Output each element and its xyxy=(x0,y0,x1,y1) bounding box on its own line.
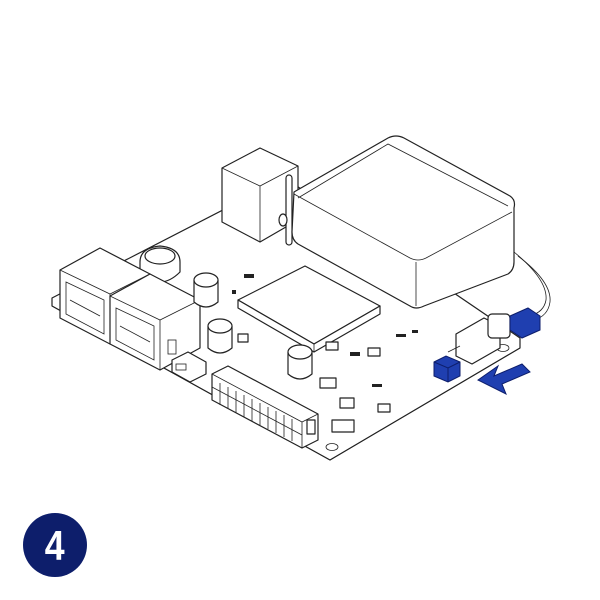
power-inductor xyxy=(139,245,181,283)
mini-usb-port xyxy=(171,351,207,383)
step-number-badge: 4 xyxy=(23,513,87,577)
electrolytic-capacitor-3 xyxy=(287,344,313,380)
electrolytic-capacitor-2 xyxy=(207,318,233,354)
enclosed-module-box xyxy=(291,135,516,309)
tact-switch xyxy=(306,419,316,435)
cube-relay xyxy=(221,147,299,246)
blue-direction-arrow[interactable] xyxy=(477,363,531,396)
main-chip xyxy=(237,265,381,353)
pin-header-connector xyxy=(211,365,319,449)
electrolytic-capacitor-1 xyxy=(193,272,219,308)
blue-jumper-block xyxy=(433,355,461,383)
cable-connector xyxy=(447,251,551,365)
rj45-jack-right xyxy=(109,273,201,371)
smd-components xyxy=(232,274,418,433)
blue-connector-plug xyxy=(509,307,541,339)
step-number: 4 xyxy=(45,522,65,569)
